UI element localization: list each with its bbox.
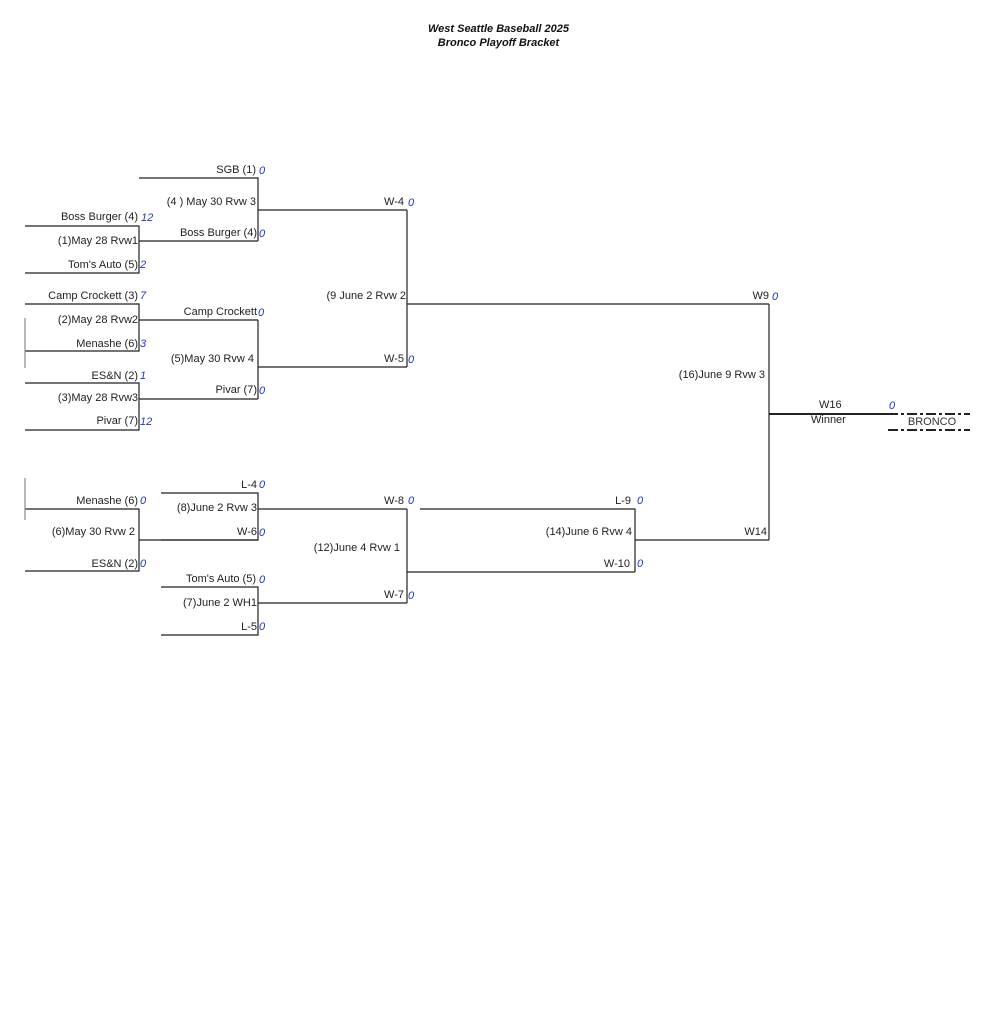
g3-bracket-line bbox=[25, 382, 258, 431]
g9-game-label: (9 June 2 Rvw 2 bbox=[326, 290, 406, 302]
g3-game-label: (3)May 28 Rvw3 bbox=[57, 392, 138, 404]
g12-top-score: 0 bbox=[408, 495, 415, 507]
g8-game-label: (8)June 2 Rvw 3 bbox=[176, 502, 257, 514]
g4-bottom-team: Boss Burger (4) bbox=[179, 227, 257, 239]
g8-top-team: L-4 bbox=[241, 479, 257, 491]
g3-bottom-team: Pivar (7) bbox=[96, 415, 138, 427]
g5-bottom-team: Pivar (7) bbox=[215, 384, 257, 396]
g16-bottom-team: W14 bbox=[744, 526, 767, 538]
g4-top-team: SGB (1) bbox=[216, 164, 256, 176]
g8-bracket-line bbox=[161, 492, 407, 541]
g8-top-score: 0 bbox=[259, 479, 266, 491]
g9-bottom-team: W-5 bbox=[384, 353, 404, 365]
g5-top-team: Camp Crockett bbox=[183, 306, 257, 318]
g2-bracket-line bbox=[25, 303, 258, 352]
g4-top-score: 0 bbox=[259, 165, 266, 177]
winner-caption: Winner bbox=[811, 414, 846, 426]
g12-bottom-score: 0 bbox=[408, 590, 415, 602]
g6-top-score: 0 bbox=[140, 495, 147, 507]
g9-bottom-score: 0 bbox=[408, 354, 415, 366]
g3-top-score: 1 bbox=[140, 370, 147, 382]
g4-bottom-score: 0 bbox=[259, 228, 266, 240]
g14-top-team: L-9 bbox=[615, 495, 631, 507]
g7-top-team: Tom's Auto (5) bbox=[186, 573, 256, 585]
g6-game-label: (6)May 30 Rvw 2 bbox=[51, 526, 135, 538]
g14-bracket-line bbox=[420, 508, 769, 572]
g7-top-score: 0 bbox=[259, 574, 266, 586]
g1-bottom-team: Tom's Auto (5) bbox=[68, 259, 138, 271]
g1-bottom-score: 2 bbox=[140, 259, 147, 271]
g16-top-team: W9 bbox=[752, 290, 770, 302]
g1-game-label: (1)May 28 Rvw1 bbox=[57, 235, 138, 247]
g2-top-team: Camp Crockett (3) bbox=[48, 290, 138, 302]
g6-bottom-team: ES&N (2) bbox=[91, 558, 138, 570]
g9-top-score: 0 bbox=[408, 197, 415, 209]
g7-bottom-team: L-5 bbox=[241, 621, 257, 633]
g8-bottom-score: 0 bbox=[259, 527, 266, 539]
g2-bottom-team: Menashe (6) bbox=[76, 338, 138, 350]
g9-bracket-line bbox=[406, 210, 769, 367]
g12-bracket-line bbox=[406, 509, 635, 603]
g5-game-label: (5)May 30 Rvw 4 bbox=[170, 353, 254, 365]
g12-top-team: W-8 bbox=[384, 495, 404, 507]
bracket-subtitle: Bronco Playoff Bracket bbox=[437, 37, 560, 49]
g14-top-score: 0 bbox=[637, 495, 644, 507]
winner-score: 0 bbox=[889, 400, 896, 412]
g2-bottom-score: 3 bbox=[140, 338, 147, 350]
g7-bottom-score: 0 bbox=[259, 621, 266, 633]
g8-bottom-team: W-6 bbox=[237, 526, 257, 538]
g5-bottom-score: 0 bbox=[259, 385, 266, 397]
g6-top-team: Menashe (6) bbox=[76, 495, 138, 507]
winner-slot-label: W16 bbox=[819, 399, 842, 411]
g12-bottom-team: W-7 bbox=[384, 589, 404, 601]
g7-game-label: (7)June 2 WH1 bbox=[183, 597, 257, 609]
g14-bottom-team: W-10 bbox=[603, 558, 630, 570]
g16-game-label: (16)June 9 Rvw 3 bbox=[678, 369, 765, 381]
g4-bracket-line bbox=[139, 177, 407, 241]
g14-bottom-score: 0 bbox=[637, 558, 644, 570]
g1-bracket-line bbox=[25, 225, 258, 274]
champion-label: BRONCO bbox=[907, 416, 957, 428]
g6-bottom-score: 0 bbox=[140, 558, 147, 570]
g3-top-team: ES&N (2) bbox=[91, 370, 138, 382]
g16-top-score: 0 bbox=[772, 291, 779, 303]
g3-bottom-score: 12 bbox=[140, 416, 153, 428]
g5-top-score: 0 bbox=[258, 307, 265, 319]
g1-top-team: Boss Burger (4) bbox=[60, 211, 138, 223]
g4-game-label: (4 ) May 30 Rvw 3 bbox=[166, 196, 256, 208]
g2-top-score: 7 bbox=[140, 290, 147, 302]
g9-top-team: W-4 bbox=[384, 196, 404, 208]
g12-game-label: (12)June 4 Rvw 1 bbox=[313, 542, 400, 554]
g5-bracket-line bbox=[257, 320, 407, 399]
bracket-title: West Seattle Baseball 2025 bbox=[427, 23, 570, 35]
g14-game-label: (14)June 6 Rvw 4 bbox=[545, 526, 632, 538]
g2-game-label: (2)May 28 Rvw2 bbox=[57, 314, 138, 326]
g1-top-score: 12 bbox=[141, 212, 154, 224]
g7-bracket-line bbox=[161, 586, 407, 636]
